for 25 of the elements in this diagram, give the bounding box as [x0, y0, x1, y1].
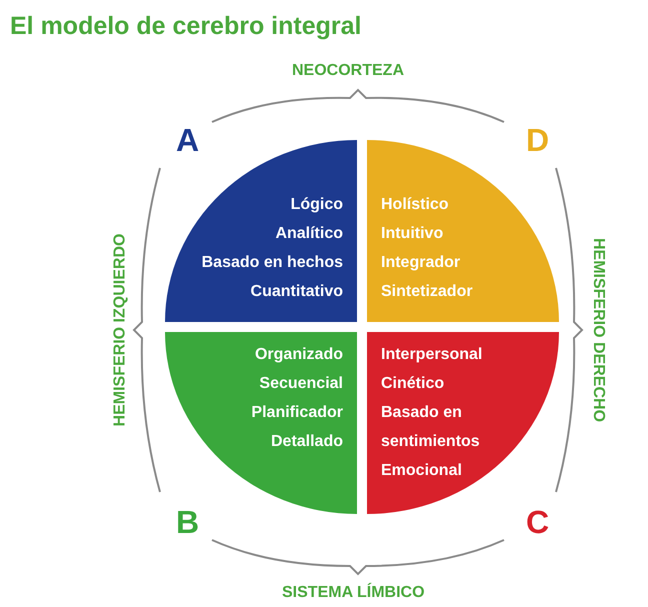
axis-label: NEOCORTEZA — [292, 62, 404, 80]
trait-text: Intuitivo — [381, 224, 444, 244]
quadrant-letter: D — [526, 122, 550, 159]
axis-label: SISTEMA LÍMBICO — [282, 584, 425, 602]
trait-text: Analítico — [274, 224, 343, 244]
trait-text: Organizado — [254, 345, 343, 365]
trait-text: Holístico — [381, 195, 450, 215]
trait-text: Basado en sentimientos — [381, 403, 481, 452]
trait-text: Planificador — [250, 403, 343, 423]
axis-label: HEMISFERIO IZQUIERDO — [110, 234, 129, 426]
trait-text: Secuencial — [258, 374, 343, 394]
trait-text: Detallado — [270, 432, 343, 452]
trait-text: Basado en hechos — [200, 253, 343, 273]
trait-text: Integrador — [381, 253, 462, 273]
trait-text: Lógico — [290, 195, 343, 215]
trait-text: Emocional — [381, 461, 463, 481]
trait-text: Cuantitativo — [250, 282, 343, 302]
quadrant-letter: B — [176, 504, 200, 541]
trait-text: Sintetizador — [381, 282, 474, 302]
trait-text: Interpersonal — [381, 345, 484, 365]
title: El modelo de cerebro integral — [10, 12, 362, 41]
axis-label: HEMISFERIO DERECHO — [589, 238, 607, 422]
quadrant-letter: C — [526, 504, 550, 541]
trait-text: Cinético — [381, 374, 446, 394]
quadrant-letter: A — [176, 122, 200, 159]
